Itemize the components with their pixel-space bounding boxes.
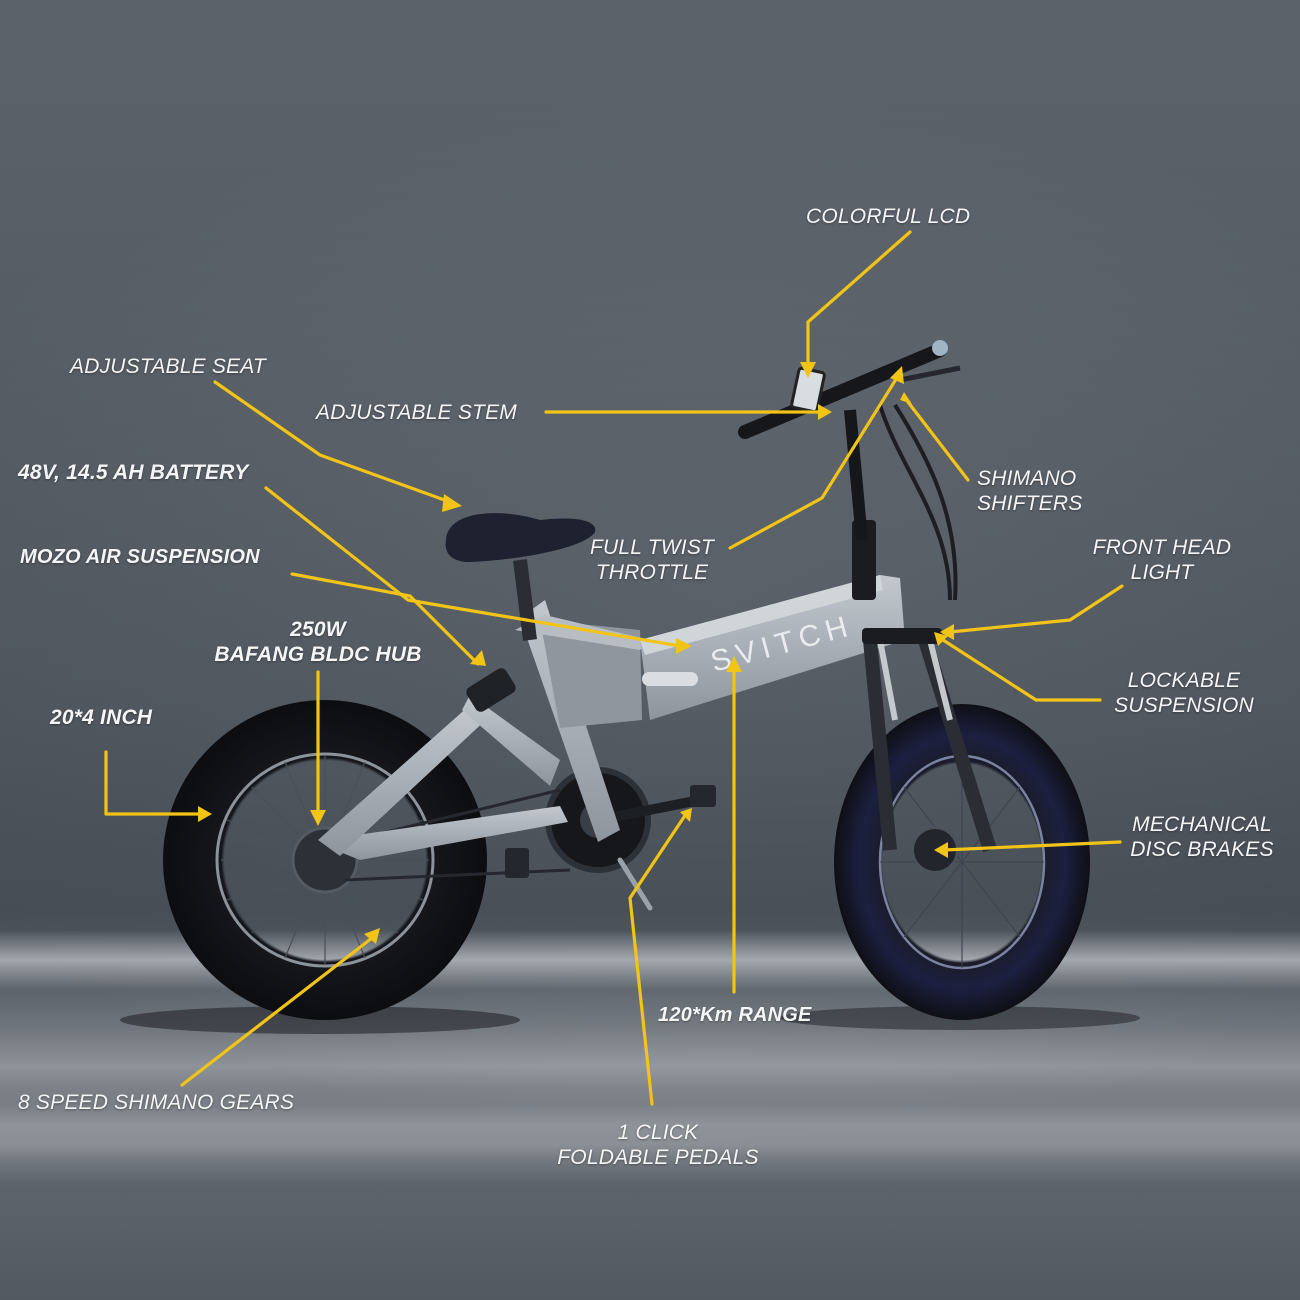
callout-text: FRONT HEAD — [1092, 536, 1232, 559]
callout-pedals: 1 CLICK FOLDABLE PEDALS — [540, 1120, 776, 1170]
callout-text: FOLDABLE PEDALS — [557, 1146, 759, 1169]
callout-adjustable-stem: ADJUSTABLE STEM — [316, 400, 517, 425]
callout-shimano-shifters: SHIMANO SHIFTERS — [977, 466, 1082, 516]
callout-twist-throttle: FULL TWIST THROTTLE — [582, 535, 722, 585]
lcd-display — [790, 366, 826, 414]
callout-text: MOZO AIR SUSPENSION — [20, 546, 260, 568]
callout-text: SUSPENSION — [1114, 694, 1254, 717]
callout-hub-motor: 250W BAFANG BLDC HUB — [196, 617, 440, 667]
callout-adjustable-seat: ADJUSTABLE SEAT — [70, 354, 266, 379]
callout-tire-size: 20*4 INCH — [50, 705, 152, 730]
seat — [445, 513, 596, 562]
callout-text: ADJUSTABLE SEAT — [70, 355, 266, 378]
callout-text: COLORFUL LCD — [806, 205, 971, 228]
rear-frame — [318, 600, 620, 860]
callout-text: FULL TWIST — [589, 536, 715, 559]
callout-head-light: FRONT HEAD LIGHT — [1084, 535, 1240, 585]
callout-text: 8 SPEED SHIMANO GEARS — [18, 1091, 295, 1114]
callout-text: DISC BRAKES — [1130, 838, 1274, 861]
handlebar — [738, 340, 961, 601]
callout-gears: 8 SPEED SHIMANO GEARS — [18, 1090, 294, 1115]
battery-housing — [540, 620, 642, 728]
callout-text: 48V, 14.5 AH BATTERY — [18, 461, 249, 484]
callout-text: THROTTLE — [595, 561, 709, 584]
callout-text: LIGHT — [1130, 561, 1194, 584]
callout-leaders — [104, 230, 1124, 1106]
callout-text: MECHANICAL — [1132, 813, 1272, 836]
callout-colorful-lcd: COLORFUL LCD — [806, 204, 970, 229]
callout-range: 120*Km RANGE — [658, 1003, 812, 1028]
rear-shock — [466, 668, 516, 712]
callout-text: 120*Km RANGE — [658, 1004, 812, 1026]
callout-text: 20*4 INCH — [50, 706, 153, 729]
callout-lockable-suspension: LOCKABLE SUSPENSION — [1104, 668, 1264, 718]
seat-post — [513, 559, 537, 641]
main-frame: SVITCH — [640, 575, 905, 720]
callout-text: BAFANG BLDC HUB — [214, 643, 422, 666]
callout-disc-brakes: MECHANICAL DISC BRAKES — [1118, 812, 1286, 862]
callout-text: 250W — [290, 618, 346, 641]
callout-text: SHIMANO — [977, 467, 1077, 490]
callout-text: ADJUSTABLE STEM — [316, 401, 517, 424]
callout-text: LOCKABLE — [1127, 669, 1241, 692]
callout-air-suspension: MOZO AIR SUSPENSION — [20, 545, 260, 570]
fork — [852, 520, 997, 853]
callout-battery: 48V, 14.5 AH BATTERY — [18, 460, 248, 485]
callout-text: 1 CLICK — [617, 1121, 699, 1144]
callout-text: SHIFTERS — [977, 492, 1083, 515]
